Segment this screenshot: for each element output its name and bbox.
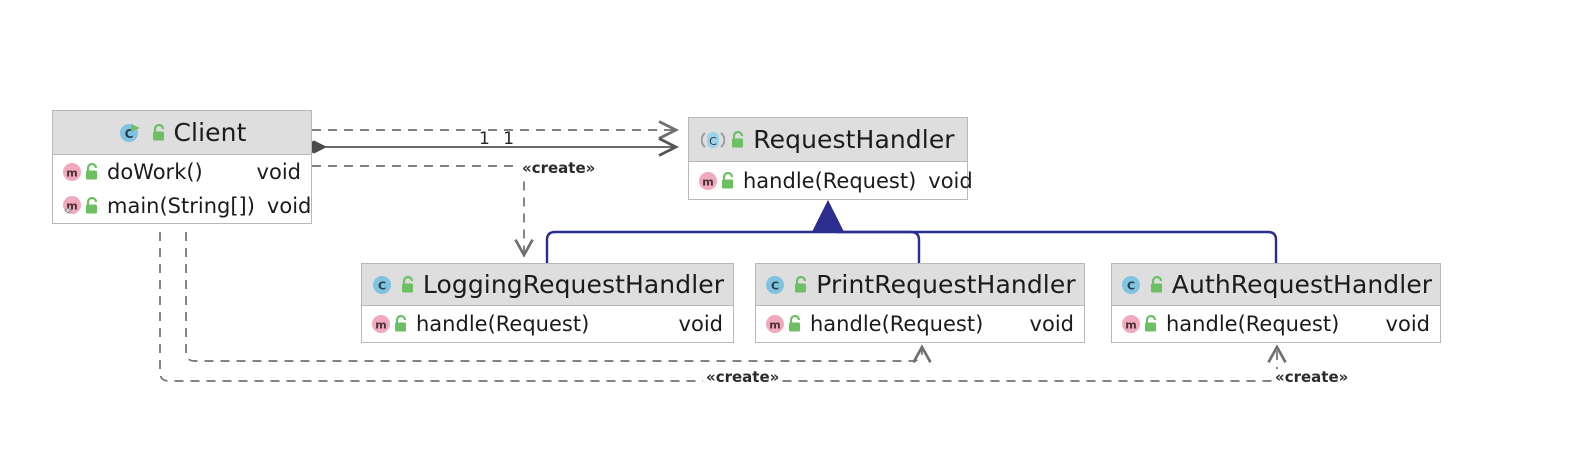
member-row[interactable]: m handle(Request) void <box>362 306 733 342</box>
class-header-client: C Client <box>53 111 311 155</box>
member-name: main(String[]) <box>107 194 255 218</box>
unlock-icon <box>1142 314 1160 334</box>
svg-text:m: m <box>66 200 77 213</box>
class-runnable-icon: C <box>118 122 144 144</box>
member-type: void <box>678 312 723 336</box>
member-row[interactable]: m handle(Request) void <box>689 162 973 199</box>
svg-text:m: m <box>702 175 713 188</box>
multiplicity-label: 1 1 <box>479 129 519 149</box>
class-box-print-request-handler[interactable]: C PrintRequestHandler m <box>755 263 1085 343</box>
class-name-print-request-handler: PrintRequestHandler <box>816 270 1076 299</box>
abstract-class-icon: C <box>701 129 726 151</box>
class-name-auth-request-handler: AuthRequestHandler <box>1171 270 1433 299</box>
class-icon: C <box>764 274 786 296</box>
class-header-auth-request-handler: C AuthRequestHandler <box>1112 264 1440 306</box>
member-type: void <box>266 194 312 218</box>
member-row[interactable]: m doWork() void <box>53 155 311 189</box>
member-name: handle(Request) <box>416 312 590 336</box>
create-label-auth: «create» <box>1272 369 1352 386</box>
class-members-client: m doWork() void m <box>53 155 311 223</box>
svg-text:m: m <box>769 319 780 332</box>
class-icon: C <box>371 274 393 296</box>
method-icon: m <box>764 313 786 335</box>
class-members-auth-request-handler: m handle(Request) void <box>1112 306 1440 342</box>
member-row[interactable]: m handle(Request) void <box>756 306 1084 342</box>
unlock-icon <box>83 196 101 216</box>
class-name-logging-request-handler: LoggingRequestHandler <box>422 270 725 299</box>
class-header-logging-request-handler: C LoggingRequestHandler <box>362 264 733 306</box>
svg-text:m: m <box>66 167 77 180</box>
method-icon: m <box>61 161 83 183</box>
unlock-icon <box>150 123 168 143</box>
member-name: handle(Request) <box>810 312 984 336</box>
unlock-icon <box>719 171 737 191</box>
class-box-client[interactable]: C Client m <box>52 110 312 224</box>
svg-text:C: C <box>1127 279 1135 292</box>
svg-text:C: C <box>709 135 717 148</box>
class-members-request-handler: m handle(Request) void <box>689 162 973 199</box>
class-box-logging-request-handler[interactable]: C LoggingRequestHandler m <box>361 263 734 343</box>
class-header-request-handler: C RequestHandler <box>689 118 967 162</box>
class-box-request-handler[interactable]: C RequestHandler m <box>688 117 973 200</box>
unlock-icon <box>729 130 747 150</box>
method-static-icon: m <box>61 195 83 217</box>
class-box-auth-request-handler[interactable]: C AuthRequestHandler m <box>1111 263 1441 343</box>
method-icon: m <box>370 313 392 335</box>
method-icon: m <box>1120 313 1142 335</box>
svg-text:C: C <box>124 127 133 141</box>
class-name-request-handler: RequestHandler <box>753 125 955 154</box>
generalization-tree <box>545 205 1278 263</box>
unlock-icon <box>792 275 810 295</box>
member-row[interactable]: m main(String[]) void <box>53 189 311 223</box>
class-members-print-request-handler: m handle(Request) void <box>756 306 1084 342</box>
member-type: void <box>1385 312 1430 336</box>
member-row[interactable]: m handle(Request) void <box>1112 306 1440 342</box>
member-name: doWork() <box>107 160 203 184</box>
method-icon: m <box>697 170 719 192</box>
class-icon: C <box>1120 274 1142 296</box>
svg-text:m: m <box>1125 319 1136 332</box>
class-header-print-request-handler: C PrintRequestHandler <box>756 264 1084 306</box>
create-label-print: «create» <box>703 369 783 386</box>
member-name: handle(Request) <box>743 168 917 193</box>
class-members-logging-request-handler: m handle(Request) void <box>362 306 733 342</box>
svg-text:m: m <box>375 319 386 332</box>
member-type: void <box>1029 312 1074 336</box>
unlock-icon <box>1148 275 1166 295</box>
member-type: void <box>256 160 301 184</box>
member-type: void <box>928 168 973 193</box>
unlock-icon <box>392 314 410 334</box>
create-label-logging: «create» <box>519 160 599 177</box>
class-name-client: Client <box>173 118 247 147</box>
unlock-icon <box>399 275 417 295</box>
dependency-create-logging <box>312 165 534 258</box>
unlock-icon <box>83 162 101 182</box>
svg-text:C: C <box>378 279 386 292</box>
member-name: handle(Request) <box>1166 312 1340 336</box>
unlock-icon <box>786 314 804 334</box>
svg-text:C: C <box>771 279 779 292</box>
